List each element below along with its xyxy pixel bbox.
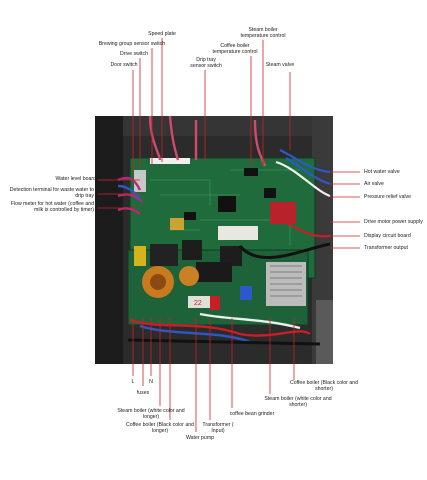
label-drip-tray-sensor-switch: Drip tray sensor switch xyxy=(190,57,222,69)
wire-right-white xyxy=(275,160,331,198)
wire-harness-left xyxy=(117,176,143,215)
wire-harness-top xyxy=(148,115,267,167)
relay-red xyxy=(270,202,296,224)
wire-bottom-white xyxy=(199,312,301,330)
relay-1 xyxy=(150,244,178,266)
label-flow-meter: Flow meter for hot water (coffee and mil… xyxy=(10,201,94,213)
label-hot-water-valve: Hot water valve xyxy=(364,169,400,175)
terminal-block xyxy=(188,296,210,308)
label-door-switch: Door switch xyxy=(110,62,138,68)
toroid-coil-core xyxy=(150,274,166,290)
white-connector xyxy=(218,226,258,240)
wire-right-red xyxy=(287,223,331,238)
label-terminal-n: N xyxy=(149,379,153,385)
label-coffee-bean-grinder: coffee bean grinder xyxy=(229,411,275,417)
pcb-traces xyxy=(150,169,300,245)
label-steam-boiler-white-shorter: Steam boiler (white color and shorter) xyxy=(264,396,332,408)
relay-2 xyxy=(182,240,202,260)
label-fuses: fuses xyxy=(136,390,150,396)
relay-3 xyxy=(220,246,242,266)
label-drive-switch: Drive switch xyxy=(120,51,148,57)
label-coffee-boiler-black-longer: Coffee boiler (Black color and longer) xyxy=(126,422,194,434)
ic-chip-3 xyxy=(244,168,258,176)
top-connector-row xyxy=(150,158,190,164)
heat-sink-fins xyxy=(270,265,302,297)
label-steam-boiler-white-longer: Steam boiler (white color and longer) xyxy=(117,408,185,420)
capacitor-bank xyxy=(196,262,232,282)
wire-black-loop xyxy=(238,242,331,260)
chassis-right-wall xyxy=(316,300,333,364)
label-drive-motor-power-supply: Drive motor power supply xyxy=(364,219,423,225)
cpu-chip xyxy=(218,196,236,212)
label-display-circuit-board: Display circuit board xyxy=(364,233,411,239)
label-steam-boiler-temp-control: Steam boiler temperature control xyxy=(240,27,286,39)
label-terminal-l: L xyxy=(131,379,135,385)
chassis-left-frame xyxy=(95,116,123,364)
label-brewing-group-sensor-switch: Brewing group sensor switch xyxy=(98,41,166,47)
label-pressure-relief-valve: Pressure relief valve xyxy=(364,194,411,200)
wire-right-bundle xyxy=(279,149,331,186)
ic-chip-2 xyxy=(264,188,276,198)
label-steam-valve: Steam valve xyxy=(265,62,295,68)
label-detection-terminal: Detection terminal for waste water to dr… xyxy=(9,187,94,199)
label-air-valve: Air valve xyxy=(364,181,384,187)
terminal-stamp: 22 xyxy=(194,300,202,307)
label-coffee-boiler-black-shorter: Coffee boiler (Black color and shorter) xyxy=(290,380,358,392)
label-water-pump: Water pump xyxy=(185,435,215,441)
yellow-block xyxy=(134,246,146,266)
blue-capacitor xyxy=(240,286,252,300)
ic-chip-1 xyxy=(184,212,196,220)
wire-blue-left xyxy=(117,184,141,199)
toroid-coil-2 xyxy=(179,266,199,286)
red-component xyxy=(210,296,220,310)
label-coffee-boiler-temp-control: Coffee boiler temperature control xyxy=(212,43,258,55)
wire-bottom-blue xyxy=(139,324,251,344)
label-transformer-input: Transformer ( Input) xyxy=(202,422,234,434)
label-transformer-output: Transformer output xyxy=(364,245,408,251)
label-speed-plate: Speed plate xyxy=(148,31,176,37)
inductor xyxy=(170,218,184,230)
label-water-level-board: Water level board xyxy=(55,176,96,182)
